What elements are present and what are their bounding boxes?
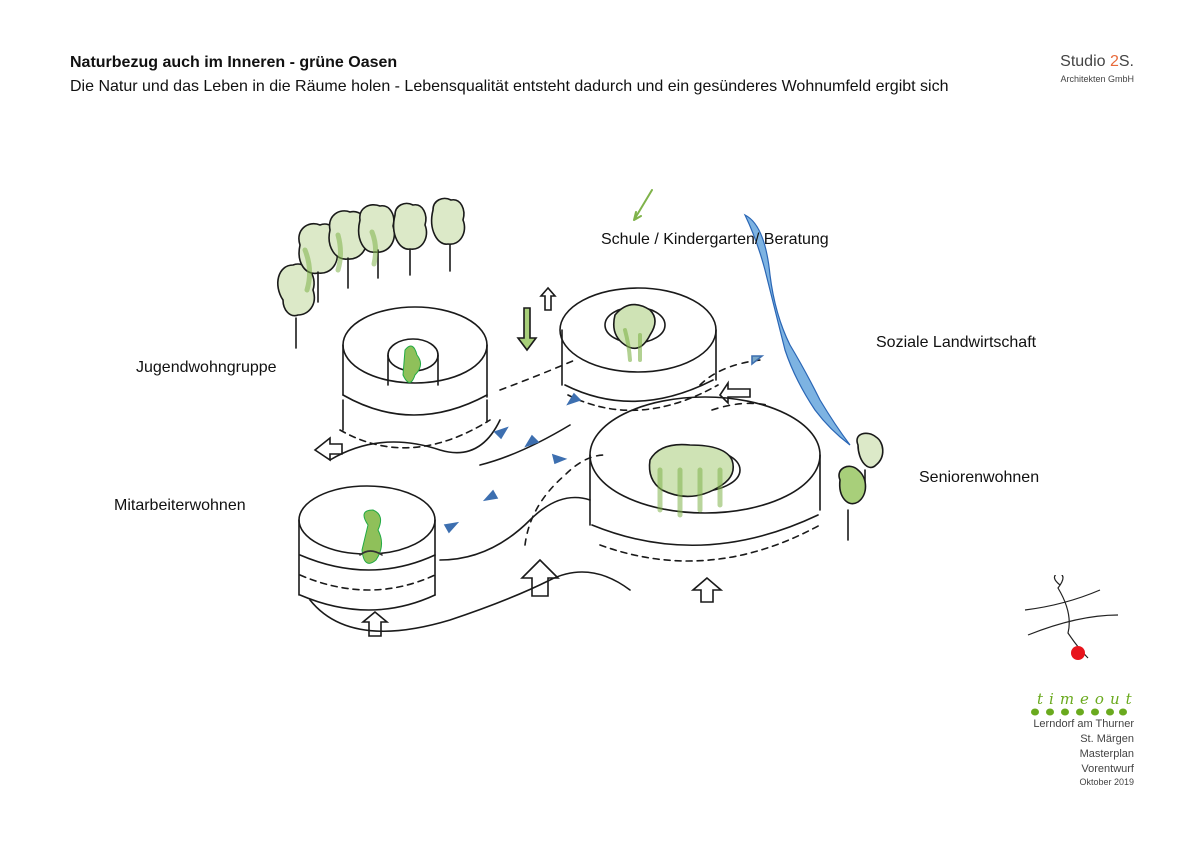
project-date: Oktober 2019	[1079, 777, 1134, 787]
pointer-icon	[633, 189, 653, 221]
label-schule: Schule / Kindergarten/ Beratung	[601, 231, 829, 248]
building-mitarbeiterwohnen	[298, 485, 436, 611]
project-place: Lerndorf am Thurner	[1033, 718, 1134, 730]
squiggle-logo	[1024, 575, 1119, 660]
building-schule	[559, 287, 719, 412]
tree-group	[277, 197, 466, 349]
arrow-up-icon	[690, 576, 724, 603]
page-subtitle: Die Natur und das Leben in die Räume hol…	[70, 78, 949, 95]
timeout-dots	[1031, 708, 1127, 716]
project-town: St. Märgen	[1080, 733, 1134, 745]
arrow-up-icon	[520, 558, 560, 597]
tree-icon	[277, 263, 316, 349]
building-jugendwohngruppe	[339, 306, 491, 449]
entry-arrows	[313, 286, 751, 637]
studio-logo: Studio 2S.	[1060, 53, 1134, 71]
arrow-up-icon	[360, 610, 390, 637]
arrow-up-icon	[539, 286, 557, 311]
red-dot-icon	[1071, 646, 1085, 660]
label-soziale-landwirtschaft: Soziale Landwirtschaft	[876, 334, 1037, 351]
timeout-logo: timeout	[1037, 690, 1138, 708]
arrow-icon	[313, 436, 343, 462]
river	[743, 213, 851, 446]
connection-lines	[309, 359, 768, 633]
tree-icon	[392, 202, 428, 276]
studio-name-suffix: S.	[1118, 53, 1134, 70]
project-plan: Masterplan	[1079, 748, 1134, 760]
label-seniorenwohnen: Seniorenwohnen	[919, 469, 1040, 486]
studio-firm: Architekten GmbH	[1060, 74, 1134, 84]
studio-name-prefix: Studio	[1060, 53, 1110, 70]
arrow-down-icon	[516, 307, 538, 352]
label-mitarbeiterwohnen: Mitarbeiterwohnen	[114, 497, 246, 514]
tree-group-right	[838, 432, 884, 541]
tree-icon	[838, 465, 867, 541]
tree-icon	[430, 197, 466, 272]
arrow-icon	[718, 380, 751, 405]
page-title: Naturbezug auch im Inneren - grüne Oasen	[70, 54, 398, 71]
building-seniorenwohnen	[589, 396, 821, 562]
blue-arrows	[443, 355, 765, 534]
label-jugendwohngruppe: Jugendwohngruppe	[136, 359, 277, 376]
project-phase: Vorentwurf	[1081, 763, 1134, 775]
studio-name-accent: 2	[1109, 53, 1119, 70]
